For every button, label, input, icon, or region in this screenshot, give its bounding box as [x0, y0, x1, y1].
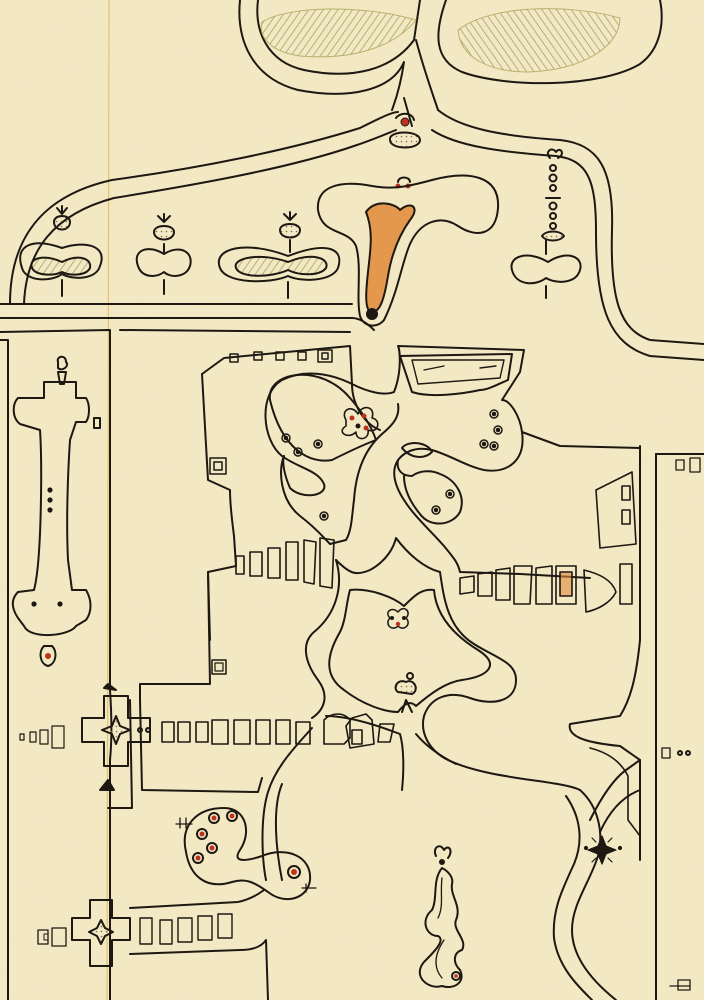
four-point-star-node-lower [37, 889, 269, 1000]
courtyard-eyes-right [431, 409, 503, 515]
seal-row-upper [235, 471, 637, 613]
lower-lobed-courtyard [261, 537, 581, 881]
blossom-eye-cluster [341, 406, 379, 440]
pond-ornament-2 [135, 213, 192, 295]
small-star-node [583, 835, 623, 865]
orange-figure [316, 97, 500, 327]
pencil-rule-line [106, 0, 110, 1000]
courtyard-eyes-left [281, 433, 329, 521]
red-eyed-blob [175, 807, 317, 901]
pond-ornament-3 [217, 211, 341, 299]
four-point-star-node-upper [19, 683, 151, 791]
top-square-motifs [209, 349, 333, 475]
seal-row-lower [161, 713, 395, 749]
left-cross-avenue [11, 355, 101, 667]
twin-lobed-top-form [238, 0, 663, 111]
beaded-column [541, 148, 565, 242]
left-centre-block [107, 571, 263, 809]
pond-ornament-1 [19, 205, 103, 297]
pond-ornament-4 [510, 239, 582, 299]
vine-figure [418, 845, 465, 988]
central-lobed-courtyard [201, 345, 641, 641]
right-avenue [552, 445, 704, 1000]
